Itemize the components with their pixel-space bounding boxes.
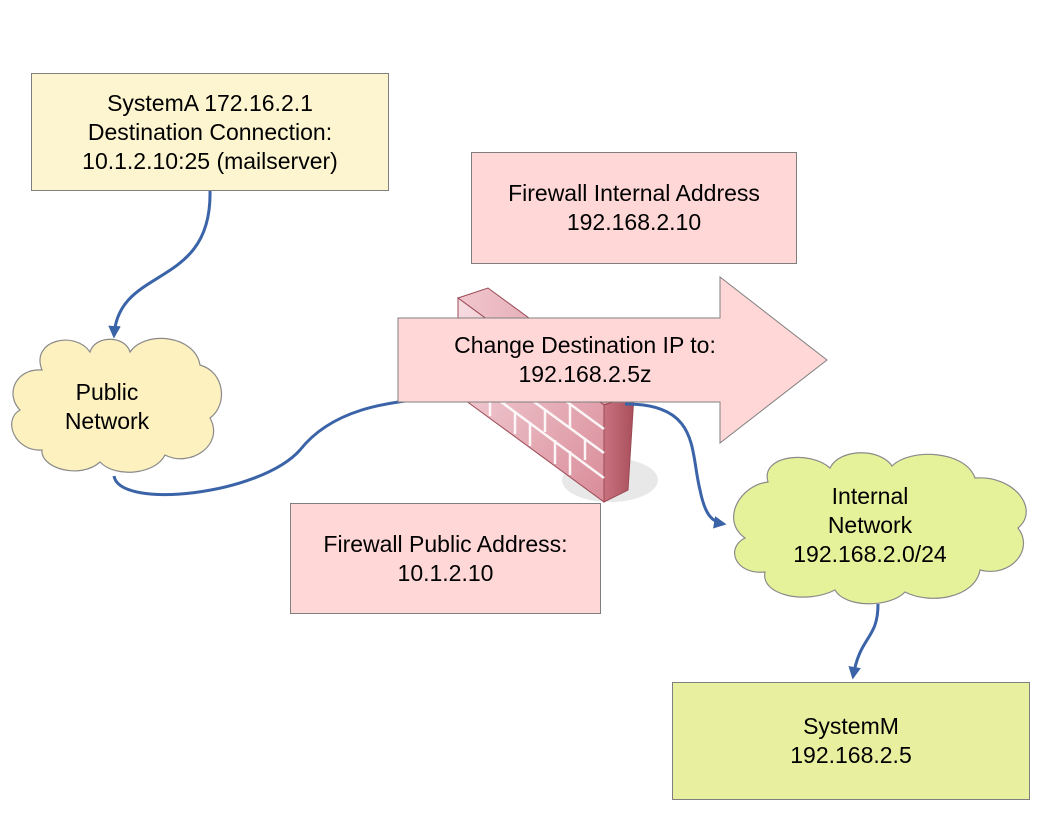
nat-rule-label-line-2: 192.168.2.5z xyxy=(518,361,652,387)
firewall-public-label-line-1: Firewall Public Address: xyxy=(323,530,568,557)
internal-network-cloud: Internal Network 192.168.2.0/24 xyxy=(770,480,970,570)
system-a-label-line-3: 10.1.2.10:25 (mailserver) xyxy=(82,147,338,174)
public-network-label-line-1: Public xyxy=(75,379,139,405)
connector-public-to-firewall xyxy=(112,395,456,497)
system-a-label-line-1: SystemA 172.16.2.1 xyxy=(107,89,313,116)
cloud-icon xyxy=(11,337,223,473)
firewall-public-label-line-2: 10.1.2.10 xyxy=(397,559,494,586)
system-a-label-line-2: Destination Connection: xyxy=(87,118,333,145)
firewall-internal-label-line-2: 192.168.2.10 xyxy=(566,209,702,235)
system-m-label-line-2: 192.168.2.5 xyxy=(790,742,912,768)
internal-network-label-line-1: Internal xyxy=(831,482,909,509)
system-m-label-line-1: SystemM xyxy=(803,713,899,739)
firewall-public-box: Firewall Public Address: 10.1.2.10 xyxy=(290,503,601,614)
nat-rule-label-line-1: Change Destination IP to: xyxy=(454,332,716,358)
firewall-internal-label-line-1: Firewall Internal Address xyxy=(508,180,760,206)
connector-firewall-to-internal xyxy=(624,402,727,529)
internal-network-label-line-3: 192.168.2.0/24 xyxy=(793,540,947,567)
connector-systema-to-public xyxy=(108,190,212,339)
firewall-internal-box: Firewall Internal Address 192.168.2.10 xyxy=(471,152,797,264)
cloud-icon xyxy=(733,452,1027,605)
system-m-box: SystemM 192.168.2.5 xyxy=(672,682,1030,800)
nat-rule-label: Change Destination IP to: 192.168.2.5z xyxy=(400,330,770,390)
nat-arrow-shape xyxy=(397,275,828,445)
system-a-box: SystemA 172.16.2.1 Destination Connectio… xyxy=(31,73,389,191)
public-network-cloud: Public Network xyxy=(40,377,174,437)
connector-internal-to-systemm xyxy=(848,603,880,680)
internal-network-label-line-2: Network xyxy=(827,511,913,538)
public-network-label-line-2: Network xyxy=(64,408,150,434)
